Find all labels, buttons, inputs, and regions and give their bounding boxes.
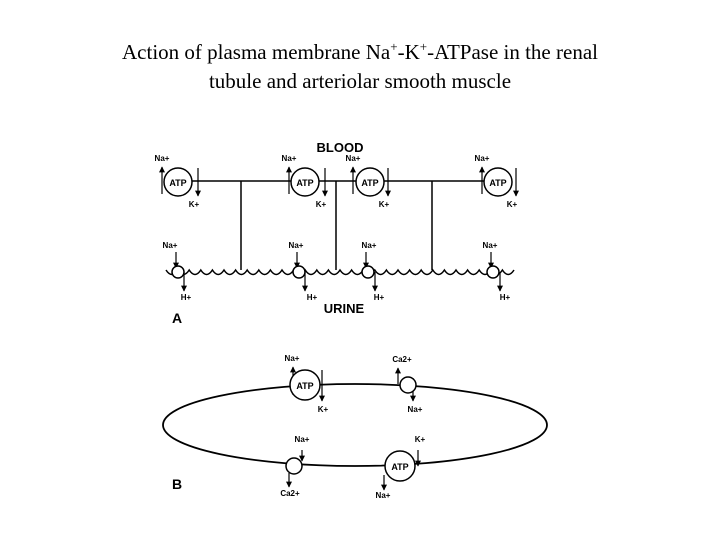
- k-ion-label: K+: [379, 200, 390, 209]
- panel-a-label: A: [172, 310, 182, 326]
- ca-ion-label: Ca2+: [280, 489, 300, 498]
- atp-pump: ATP K+ Na+: [376, 435, 426, 500]
- k-ion-label: K+: [316, 200, 327, 209]
- atp-pump: ATP Na+ K+: [282, 154, 328, 209]
- na-h-exchanger: Na+ H+: [163, 241, 192, 302]
- na-ion-label: Na+: [155, 154, 170, 163]
- atp-pump-circle: [384, 450, 416, 482]
- atp-pump: ATP Na+ K+: [475, 154, 519, 209]
- na-ca-exchanger: Na+ Ca2+: [280, 435, 309, 498]
- exchanger-circle: [292, 265, 306, 279]
- na-h-exchanger: Na+ H+: [361, 241, 385, 302]
- h-ion-label: H+: [374, 293, 385, 302]
- k-ion-label: K+: [318, 405, 329, 414]
- atp-label: ATP: [169, 178, 186, 188]
- panel-b-label: B: [172, 476, 182, 492]
- na-ion-label: Na+: [346, 154, 361, 163]
- na-ion-label: Na+: [362, 241, 377, 250]
- na-ion-label: Na+: [408, 405, 423, 414]
- atp-pump-circle: [483, 167, 513, 197]
- atp-pump: ATP Na+ K+: [285, 354, 329, 414]
- k-ion-label: K+: [507, 200, 518, 209]
- title-part-3: -ATPase in the renal: [427, 40, 598, 64]
- na-ion-label: Na+: [475, 154, 490, 163]
- exchanger-circle: [361, 265, 375, 279]
- na-ion-label: Na+: [282, 154, 297, 163]
- na-ion-label: Na+: [483, 241, 498, 250]
- atp-pump-circle: [163, 167, 193, 197]
- na-ion-label: Na+: [376, 491, 391, 500]
- na-ion-label: Na+: [285, 354, 300, 363]
- title-superscript-1: +: [390, 39, 398, 54]
- na-ion-label: Na+: [289, 241, 304, 250]
- atp-pump: ATP Na+ K+: [346, 154, 391, 209]
- na-ion-label: Na+: [163, 241, 178, 250]
- atp-label: ATP: [361, 178, 378, 188]
- smooth-muscle-cell-outline: [162, 383, 548, 467]
- ca-ion-label: Ca2+: [392, 355, 412, 364]
- panel-b: B ATP Na+ K+ Ca2+ Na+ Na+ Ca2+: [162, 354, 548, 500]
- title-line-1: Action of plasma membrane Na+-K+-ATPase …: [0, 38, 720, 67]
- k-ion-label: K+: [415, 435, 426, 444]
- blood-label: BLOOD: [317, 140, 364, 155]
- h-ion-label: H+: [307, 293, 318, 302]
- h-ion-label: H+: [181, 293, 192, 302]
- atp-pump: ATP Na+ K+: [155, 154, 201, 209]
- title-part-1: Action of plasma membrane Na: [122, 40, 391, 64]
- k-ion-label: K+: [189, 200, 200, 209]
- exchanger-circle: [399, 376, 417, 394]
- slide-title: Action of plasma membrane Na+-K+-ATPase …: [0, 38, 720, 96]
- exchanger-circle: [486, 265, 500, 279]
- na-h-exchanger: Na+ H+: [483, 241, 511, 302]
- title-part-2: -K: [397, 40, 420, 64]
- na-ca-exchanger: Ca2+ Na+: [392, 355, 422, 414]
- exchanger-circle: [171, 265, 185, 279]
- na-h-exchanger: Na+ H+: [289, 241, 318, 302]
- h-ion-label: H+: [500, 293, 511, 302]
- atp-label: ATP: [489, 178, 506, 188]
- exchanger-circle: [285, 457, 303, 475]
- title-superscript-2: +: [419, 39, 428, 54]
- urine-label: URINE: [324, 301, 365, 316]
- atp-pump-circle: [290, 167, 320, 197]
- brush-border-membrane: [165, 268, 515, 276]
- atp-pump-circle: [355, 167, 385, 197]
- na-ion-label: Na+: [295, 435, 310, 444]
- atp-label: ATP: [296, 381, 313, 391]
- atp-label: ATP: [391, 462, 408, 472]
- title-line-2: tubule and arteriolar smooth muscle: [208, 69, 512, 93]
- panel-a: BLOOD URINE A ATP Na+ K+ ATP Na+ K+ ATP …: [155, 140, 519, 326]
- atp-label: ATP: [296, 178, 313, 188]
- atp-pump-circle: [289, 369, 321, 401]
